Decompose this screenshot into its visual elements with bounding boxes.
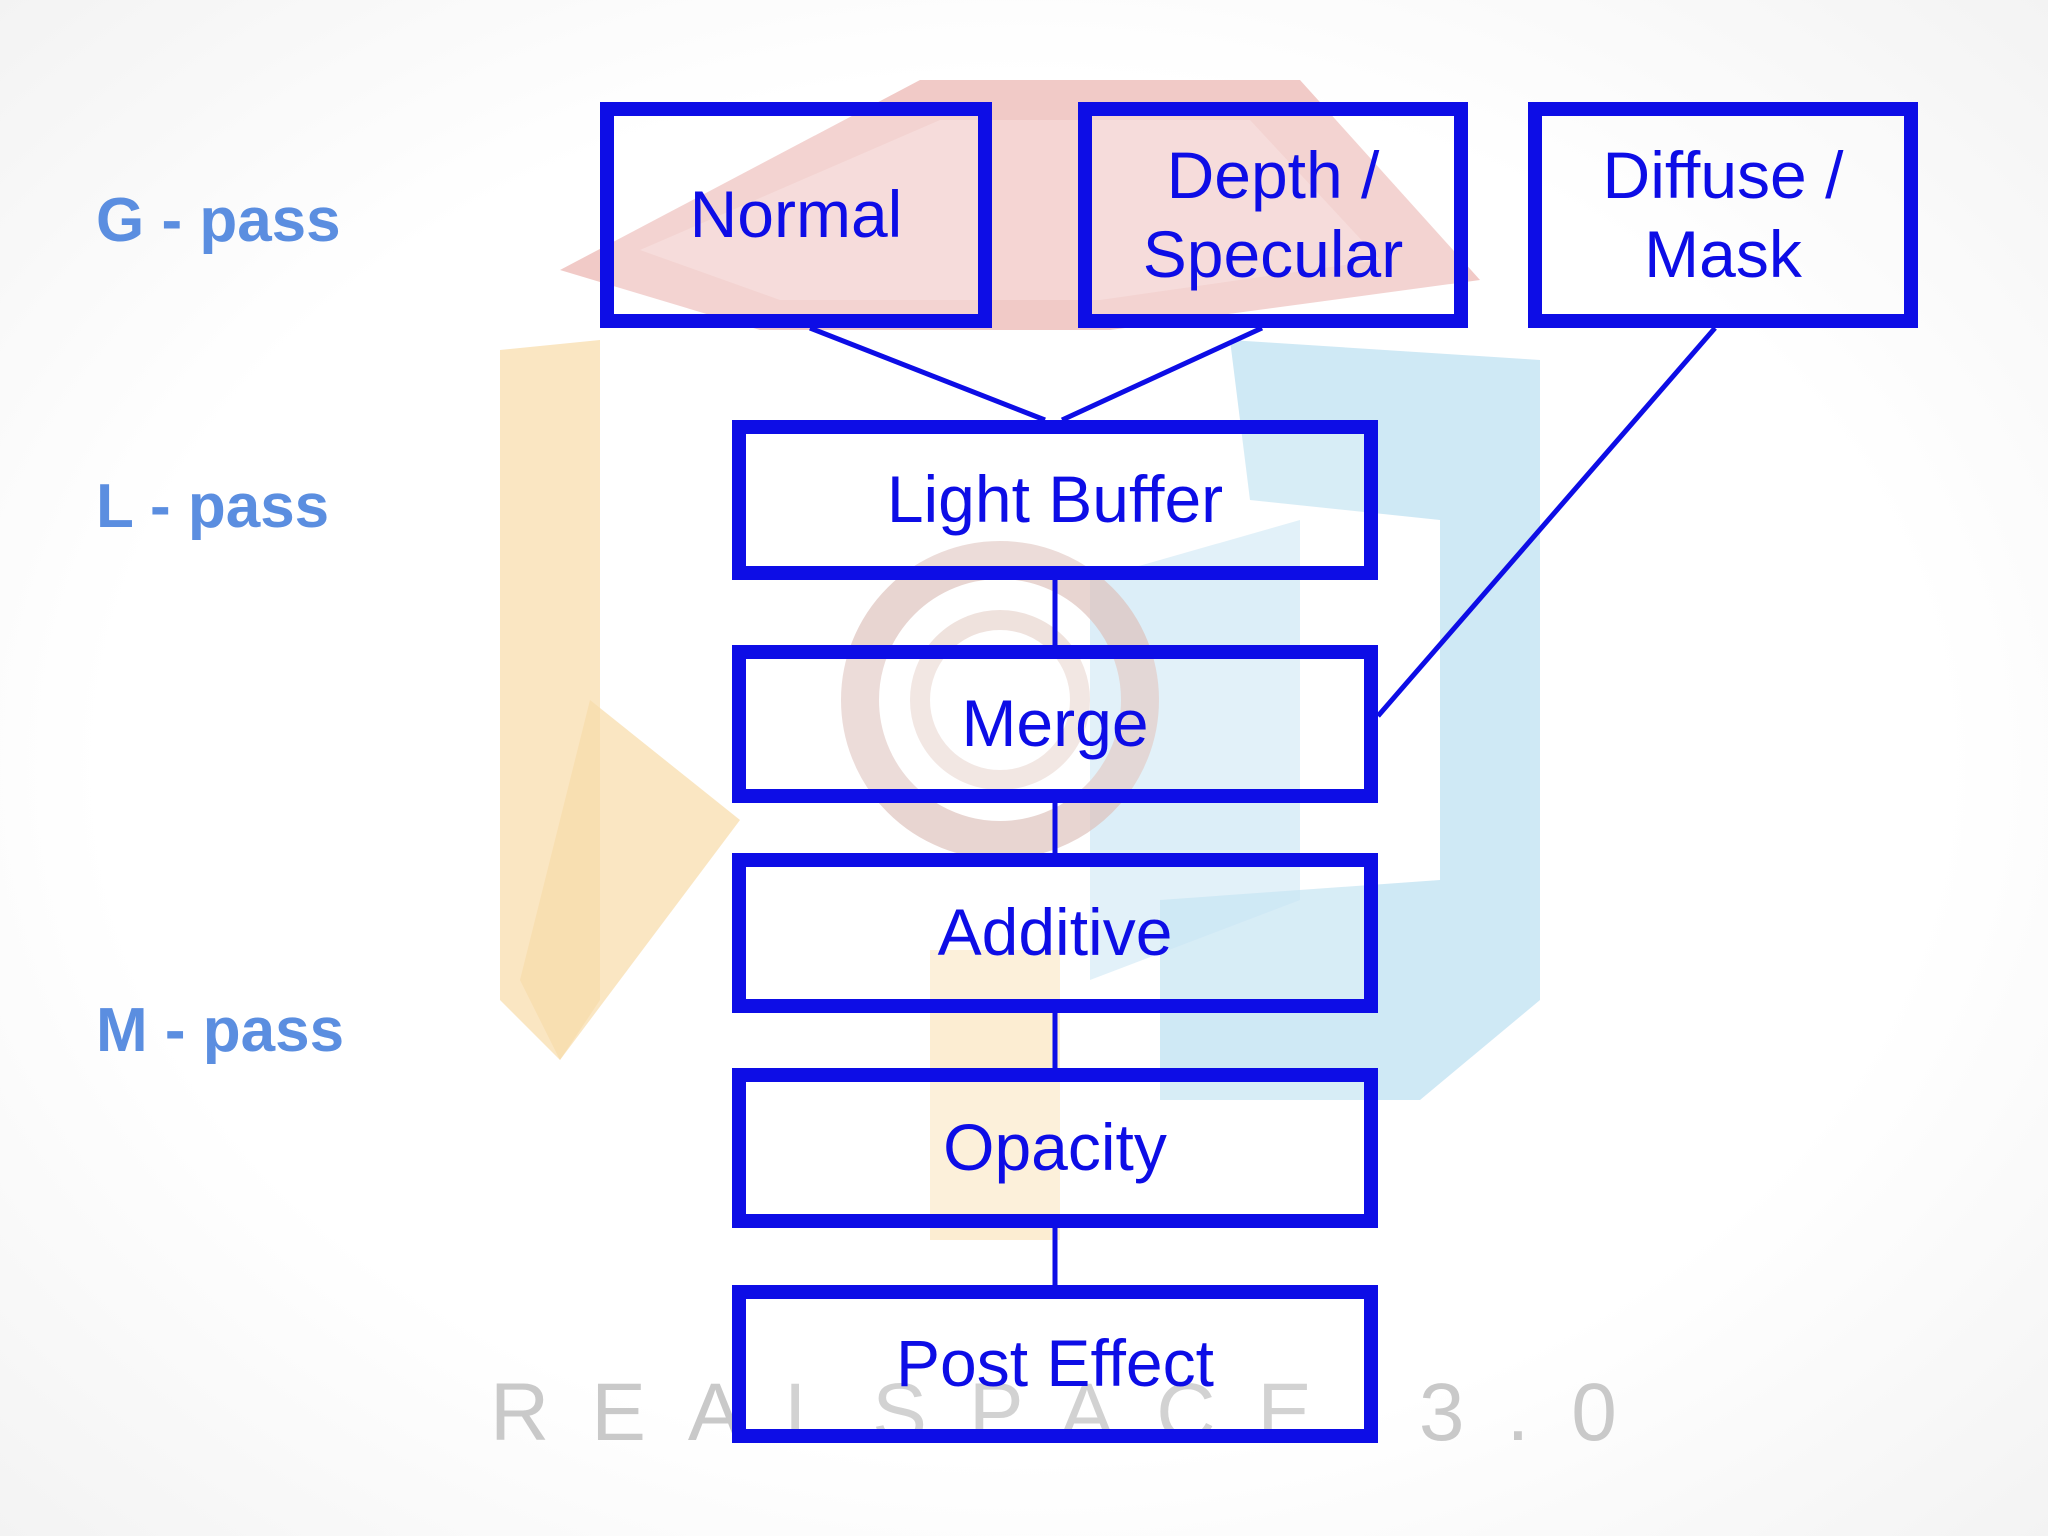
depth-specular-box: Depth / Specular [1078,102,1468,328]
additive-box: Additive [732,853,1378,1013]
light-buffer-box: Light Buffer [732,420,1378,580]
connector-normal-to-light-buffer [809,325,1046,423]
light-buffer-box-label: Light Buffer [886,462,1224,537]
g-pass-label: G - pass [96,186,341,255]
merge-box-label: Merge [961,686,1149,761]
connector-diffuse-to-merge [1376,326,1717,718]
diffuse-mask-box-label: Diffuse / Mask [1602,137,1844,291]
post-effect-box-label: Post Effect [896,1326,1214,1401]
logo-ring [841,541,1159,859]
opacity-box: Opacity [732,1068,1378,1228]
merge-box: Merge [732,645,1378,803]
connector-depth-to-light-buffer [1060,325,1264,423]
normal-box: Normal [600,102,992,328]
post-effect-box: Post Effect [732,1285,1378,1443]
depth-specular-box-label: Depth / Specular [1142,137,1404,291]
logo-blue-shape [1160,340,1540,1100]
diffuse-mask-box: Diffuse / Mask [1528,102,1918,328]
additive-box-label: Additive [937,895,1173,970]
m-pass-label: M - pass [96,996,345,1065]
opacity-box-label: Opacity [943,1110,1167,1185]
l-pass-label: L - pass [96,472,330,541]
normal-box-label: Normal [689,177,903,252]
